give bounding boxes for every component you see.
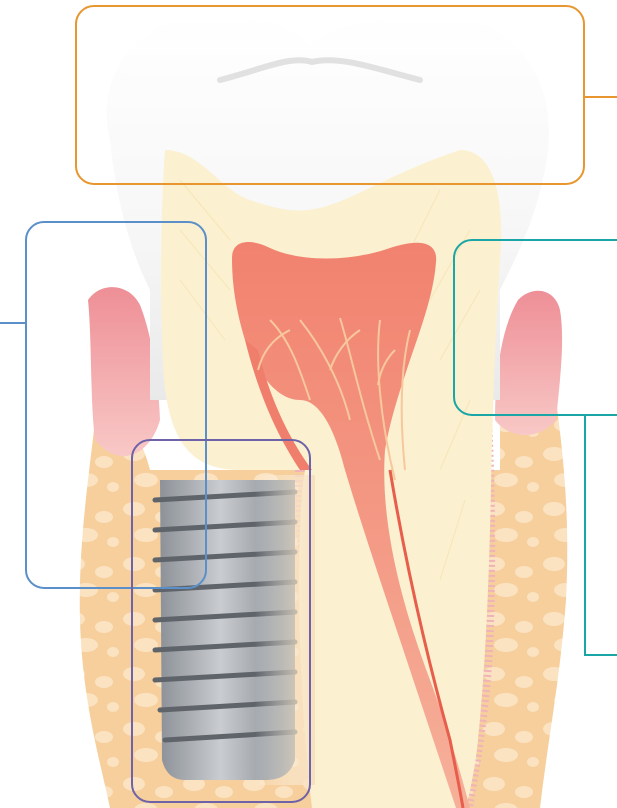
- dental-implant: [155, 475, 315, 785]
- gum-right: [495, 291, 562, 435]
- gum-left: [88, 287, 160, 456]
- implant-fade: [255, 475, 315, 785]
- callout-line-gum-right: [585, 415, 617, 655]
